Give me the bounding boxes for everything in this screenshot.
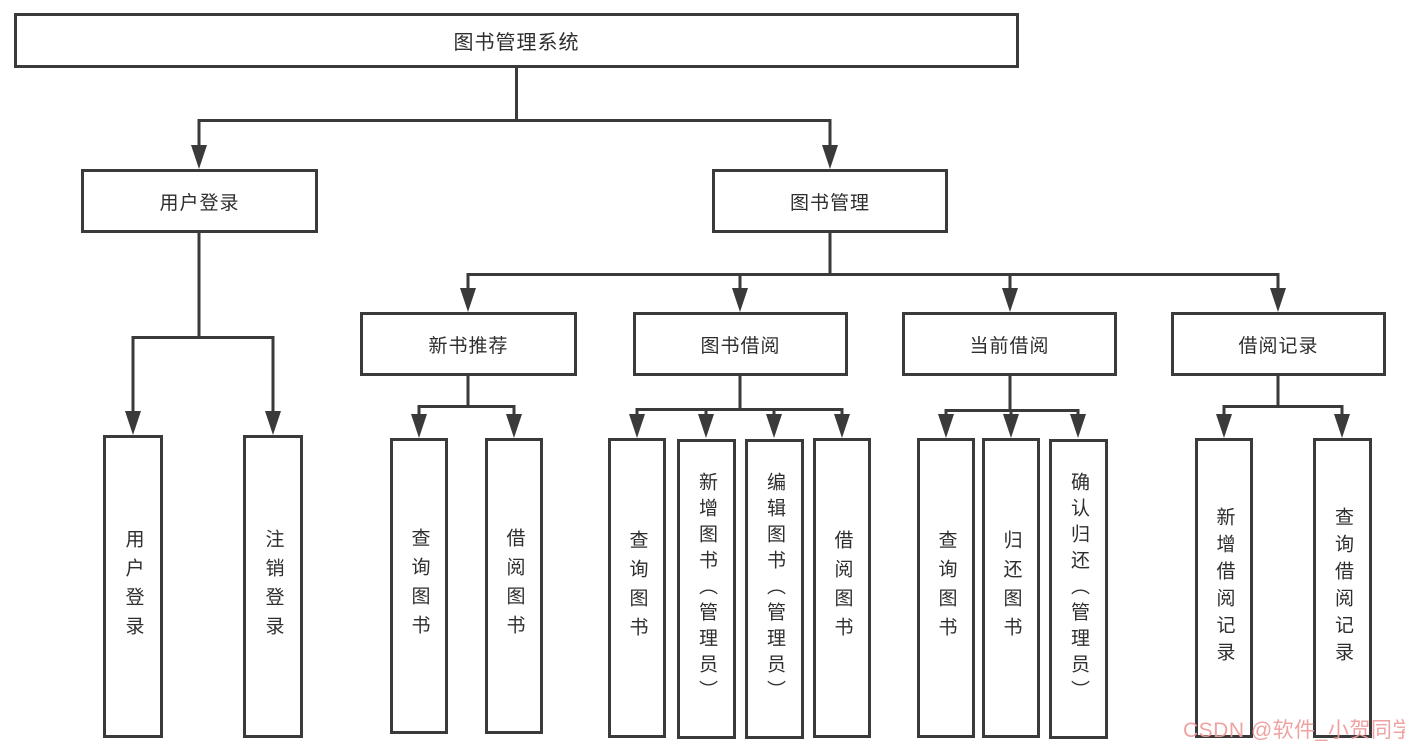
node-leaf-user-login: 用户登录 — [103, 435, 163, 738]
node-leaf-return-books-label: 归还图书 — [1000, 530, 1022, 646]
node-borrow-records-label: 借阅记录 — [1238, 335, 1319, 357]
node-borrow-records: 借阅记录 — [1171, 312, 1386, 376]
node-leaf-confirm-return-admin: 确认归还（管理员） — [1049, 439, 1108, 739]
node-current-borrow-label: 当前借阅 — [969, 335, 1050, 357]
node-book-management-label: 图书管理 — [789, 192, 870, 214]
node-leaf-confirm-return-admin-label: 确认归还（管理员） — [1068, 472, 1089, 706]
node-leaf-add-borrow-record: 新增借阅记录 — [1195, 438, 1253, 738]
node-book-borrow: 图书借阅 — [633, 312, 848, 376]
node-current-borrow: 当前借阅 — [902, 312, 1117, 376]
node-leaf-query-books-borrow: 查询图书 — [608, 438, 666, 738]
node-leaf-user-login-label: 用户登录 — [122, 528, 144, 645]
node-leaf-query-borrow-record: 查询借阅记录 — [1313, 438, 1372, 738]
node-leaf-logout-label: 注销登录 — [262, 528, 284, 645]
node-new-book-recommend-label: 新书推荐 — [428, 335, 509, 357]
node-leaf-add-books-admin: 新增图书（管理员） — [677, 439, 736, 739]
node-leaf-query-borrow-record-label: 查询借阅记录 — [1332, 507, 1353, 669]
node-leaf-edit-books-admin-label: 编辑图书（管理员） — [764, 472, 785, 706]
node-book-borrow-label: 图书借阅 — [700, 335, 781, 357]
node-leaf-query-books-borrow-label: 查询图书 — [626, 530, 648, 646]
node-new-book-recommend: 新书推荐 — [360, 312, 577, 376]
node-root: 图书管理系统 — [14, 13, 1019, 68]
node-leaf-add-books-admin-label: 新增图书（管理员） — [696, 472, 717, 706]
node-leaf-borrow-books-recommend: 借阅图书 — [485, 438, 543, 734]
node-leaf-edit-books-admin: 编辑图书（管理员） — [745, 439, 804, 739]
node-leaf-borrow-books: 借阅图书 — [813, 438, 871, 738]
node-leaf-query-books-recommend: 查询图书 — [390, 438, 448, 734]
node-leaf-borrow-books-recommend-label: 借阅图书 — [503, 528, 525, 644]
node-leaf-add-borrow-record-label: 新增借阅记录 — [1213, 507, 1235, 669]
node-leaf-logout: 注销登录 — [243, 435, 303, 738]
node-book-management: 图书管理 — [712, 169, 948, 233]
node-user-login: 用户登录 — [81, 169, 318, 233]
node-leaf-query-books-recommend-label: 查询图书 — [408, 528, 430, 644]
node-leaf-query-books-current: 查询图书 — [917, 438, 975, 738]
node-user-login-label: 用户登录 — [159, 192, 240, 214]
watermark: CSDN @软件_小贺同学 — [1183, 719, 1405, 742]
arrowheads — [125, 145, 1350, 438]
node-root-label: 图书管理系统 — [453, 32, 580, 54]
node-leaf-borrow-books-label: 借阅图书 — [831, 530, 853, 646]
node-leaf-return-books: 归还图书 — [982, 438, 1040, 738]
node-leaf-query-books-current-label: 查询图书 — [935, 530, 957, 646]
